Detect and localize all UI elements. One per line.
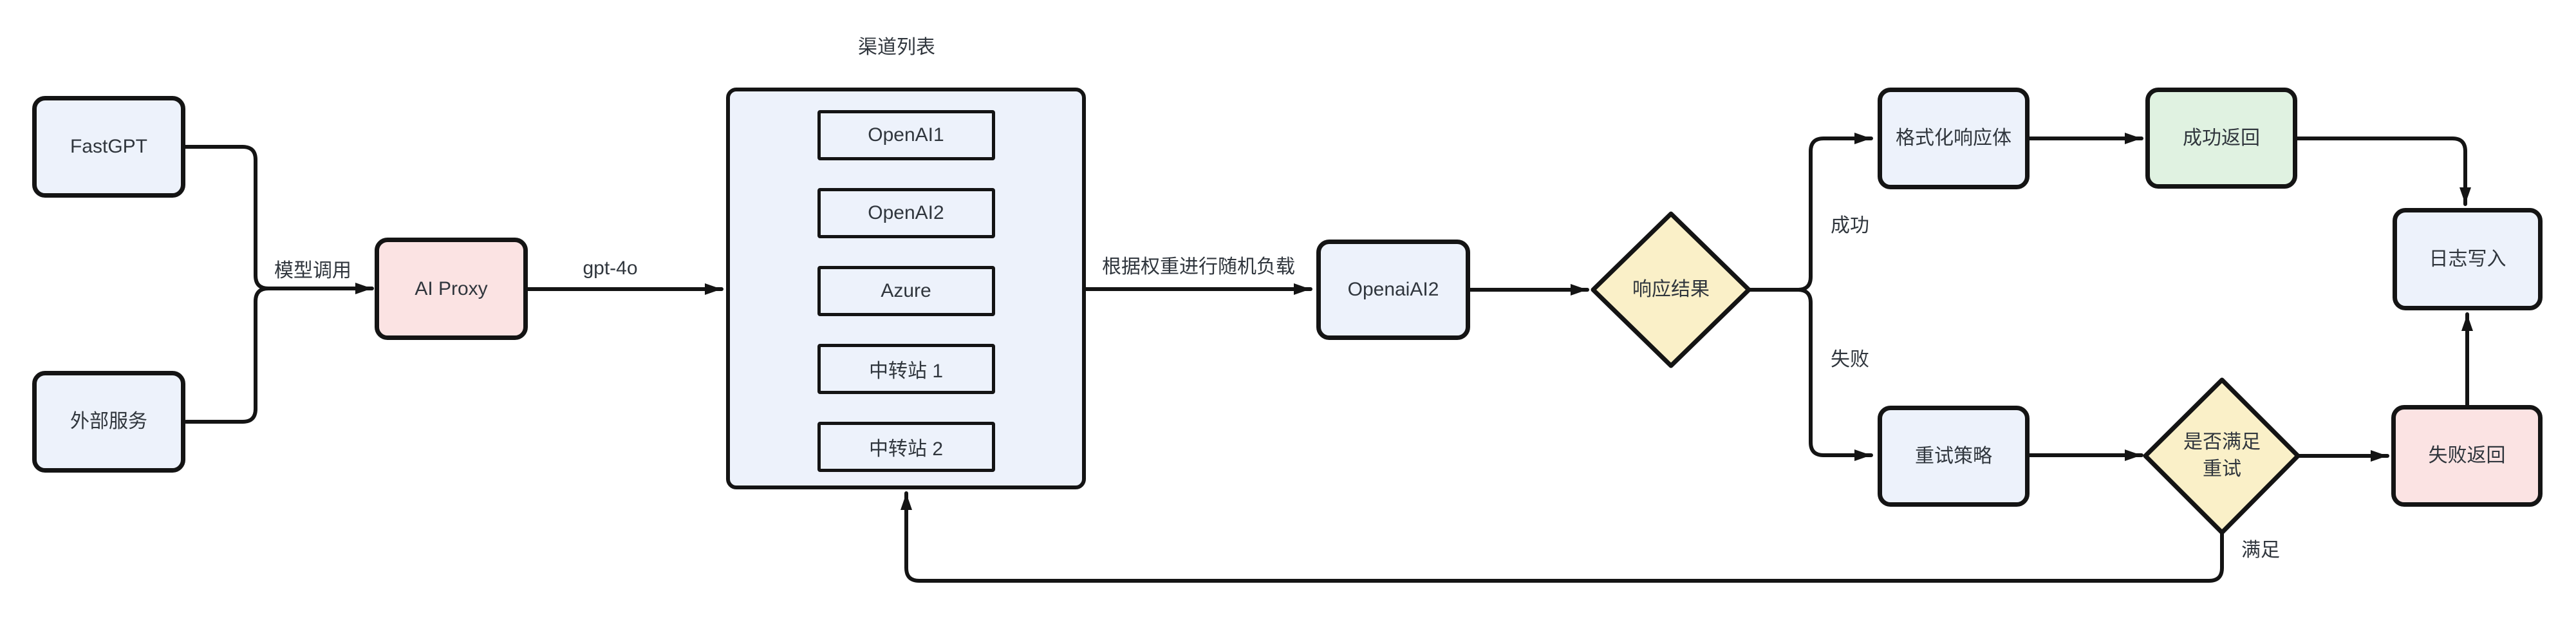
- retry-check-label-line1: 是否满足: [2183, 431, 2261, 453]
- node-success-return-label: 成功返回: [2183, 127, 2260, 149]
- edge-label-success: 成功: [1828, 209, 1872, 238]
- channel-azure-label: Azure: [881, 280, 931, 301]
- edge-check-back-to-channels: [901, 491, 2224, 583]
- channel-azure: Azure: [817, 266, 995, 316]
- retry-check-label: 是否满足 重试: [2183, 429, 2261, 483]
- node-fastgpt-label: FastGPT: [70, 136, 147, 158]
- response-result-label: 响应结果: [1632, 279, 1710, 300]
- retry-check-diamond: [2143, 377, 2301, 535]
- edge-label-gpt-4o: gpt-4o: [580, 258, 640, 279]
- node-fail-return: 失败返回: [2391, 405, 2543, 507]
- edge-label-fail: 失败: [1828, 343, 1872, 372]
- node-retry-policy-label: 重试策略: [1915, 445, 1992, 467]
- edge-label-satisfied: 满足: [2239, 534, 2282, 562]
- retry-check-label-line2: 重试: [2203, 458, 2241, 480]
- edge-label-model-call: 模型调用: [272, 254, 354, 283]
- edge-result-fail-branch: [1747, 288, 1873, 461]
- channel-relay1-label: 中转站 1: [868, 361, 944, 382]
- edge-success-return-to-log: [2295, 137, 2471, 206]
- node-format-response-body: 格式化响应体: [1878, 88, 2030, 189]
- channel-openai2-label: OpenAI2: [868, 202, 944, 223]
- channel-relay1: 中转站 1: [817, 344, 995, 394]
- channel-openai1: OpenAI1: [817, 110, 995, 160]
- node-retry-policy: 重试策略: [1878, 406, 2030, 507]
- channel-list-title: 渠道列表: [858, 37, 935, 58]
- node-format-response-body-label: 格式化响应体: [1896, 127, 2011, 149]
- node-fastgpt: FastGPT: [32, 96, 185, 198]
- node-success-return: 成功返回: [2145, 88, 2297, 189]
- node-ai-proxy: AI Proxy: [375, 238, 528, 340]
- channel-relay2: 中转站 2: [817, 422, 995, 472]
- edge-label-weighted-load: 根据权重进行随机负载: [1099, 250, 1298, 279]
- channel-openai2: OpenAI2: [817, 188, 995, 238]
- channel-openai1-label: OpenAI1: [868, 124, 944, 146]
- node-external-service: 外部服务: [32, 371, 185, 473]
- node-ai-proxy-label: AI Proxy: [415, 278, 488, 299]
- node-fail-return-label: 失败返回: [2428, 445, 2506, 467]
- channel-list-container: OpenAI1 OpenAI2 Azure 中转站 1 中转站 2: [726, 88, 1086, 489]
- response-result-diamond: [1591, 211, 1751, 368]
- edge-external-to-merge: [184, 287, 270, 424]
- node-log-write-label: 日志写入: [2429, 248, 2506, 270]
- channel-relay2-label: 中转站 2: [868, 438, 944, 460]
- node-log-write: 日志写入: [2393, 208, 2543, 310]
- node-external-service-label: 外部服务: [70, 411, 147, 433]
- node-openai-ai2: OpenaiAI2: [1316, 240, 1470, 340]
- node-openai-ai2-label: OpenaiAI2: [1347, 279, 1439, 301]
